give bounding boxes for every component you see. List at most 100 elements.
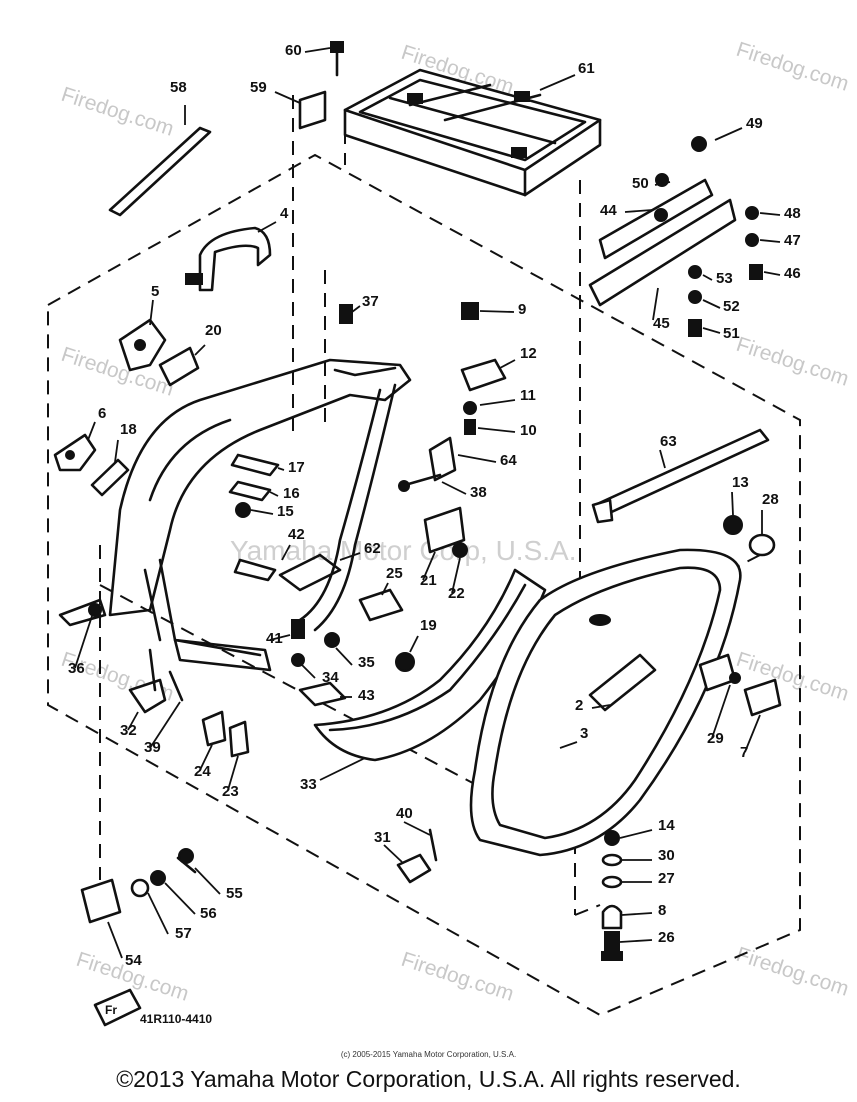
leader-line-3	[559, 741, 578, 749]
callout-52: 52	[723, 298, 740, 315]
bracket-18	[90, 458, 130, 497]
plate-43	[298, 681, 347, 707]
mount-54	[80, 878, 122, 924]
callout-18: 18	[120, 421, 137, 438]
leader-line-23	[227, 755, 239, 791]
callout-27: 27	[658, 870, 675, 887]
leader-line-41	[269, 634, 291, 641]
watermark-text: Firedog.com	[398, 948, 516, 1006]
leader-line-4	[257, 221, 277, 233]
washer-30	[601, 853, 623, 867]
callout-4: 4	[280, 205, 289, 222]
leader-line-48	[759, 212, 781, 216]
clamp-12	[460, 358, 507, 435]
clip-23	[228, 720, 250, 758]
callout-56: 56	[200, 905, 217, 922]
bracket-45	[588, 136, 763, 337]
parts-diagram: Firedog.com Firedog.com Firedog.com Fire…	[47, 38, 852, 1027]
fine-print: (c) 2005-2015 Yamaha Motor Corporation, …	[340, 1050, 517, 1059]
leader-line-13	[731, 491, 734, 516]
direction-fr: Fr	[93, 988, 142, 1027]
callout-19: 19	[420, 617, 437, 634]
callout-10: 10	[520, 422, 537, 439]
grommet-22	[452, 542, 468, 558]
callout-38: 38	[470, 484, 487, 501]
callout-44: 44	[600, 202, 617, 219]
callout-54: 54	[125, 952, 142, 969]
leader-line-36	[74, 615, 93, 669]
grommet-8	[601, 904, 623, 930]
callout-24: 24	[194, 763, 211, 780]
watermark-text: Firedog.com	[733, 943, 851, 1001]
callout-49: 49	[746, 115, 763, 132]
grab-handle-4	[185, 226, 272, 292]
leader-line-59	[274, 91, 301, 104]
watermark-text: Firedog.com	[733, 333, 851, 391]
leader-line-19	[409, 635, 419, 653]
callout-42: 42	[288, 526, 305, 543]
bracket-6	[53, 433, 97, 472]
callout-30: 30	[658, 847, 675, 864]
leader-line-16	[269, 491, 279, 497]
callout-58: 58	[170, 79, 187, 96]
washer-27	[601, 875, 623, 889]
callout-47: 47	[784, 232, 801, 249]
callout-41: 41	[266, 630, 283, 647]
callout-45: 45	[653, 315, 670, 332]
washer-57	[130, 878, 150, 898]
strap-58	[108, 126, 212, 217]
leader-line-21	[422, 551, 436, 581]
bolt-26	[601, 931, 623, 961]
callout-55: 55	[226, 885, 243, 902]
callout-25: 25	[386, 565, 403, 582]
leader-line-51	[702, 327, 721, 334]
leader-line-57	[147, 892, 169, 935]
leader-line-49	[714, 127, 743, 141]
bolt-38	[398, 473, 442, 492]
callout-35: 35	[358, 654, 375, 671]
leader-line-53	[702, 274, 713, 281]
leader-line-32	[127, 711, 139, 731]
bolt-41	[291, 619, 305, 667]
leader-line-34	[301, 664, 316, 679]
callout-22: 22	[448, 585, 465, 602]
bracket-31	[396, 828, 438, 884]
leader-line-40	[403, 821, 431, 836]
leader-line-15	[250, 509, 274, 515]
leader-line-33	[319, 757, 366, 781]
bolt-55	[176, 848, 197, 874]
leader-line-63	[659, 449, 666, 469]
plate-59	[298, 90, 327, 130]
side-cover-3	[469, 548, 742, 857]
callout-31: 31	[374, 829, 391, 846]
callout-51: 51	[723, 325, 740, 342]
leader-line-61	[539, 74, 576, 91]
leader-line-35	[335, 647, 353, 666]
leader-line-46	[763, 271, 781, 276]
callout-23: 23	[222, 783, 239, 800]
leader-line-22	[451, 557, 461, 594]
leader-line-50	[654, 181, 671, 186]
leader-line-17	[277, 467, 285, 471]
callout-16: 16	[283, 485, 300, 502]
callout-39: 39	[144, 739, 161, 756]
callout-13: 13	[732, 474, 749, 491]
fr-label: Fr	[105, 1003, 117, 1017]
leader-line-64	[457, 454, 497, 463]
callout-20: 20	[205, 322, 222, 339]
bracket-5	[118, 318, 167, 372]
copyright: ©2013 Yamaha Motor Corporation, U.S.A. A…	[116, 1066, 741, 1092]
leader-line-39	[149, 701, 181, 749]
leader-line-55	[194, 867, 221, 895]
callout-48: 48	[784, 205, 801, 222]
leader-line-2	[591, 704, 611, 709]
callout-40: 40	[396, 805, 413, 822]
callout-15: 15	[277, 503, 294, 520]
bracket-32	[128, 648, 167, 714]
callout-57: 57	[175, 925, 192, 942]
nut-14	[604, 830, 620, 846]
plate-20	[158, 346, 200, 387]
bracket-64	[428, 436, 457, 482]
rear-carrier	[343, 68, 602, 197]
